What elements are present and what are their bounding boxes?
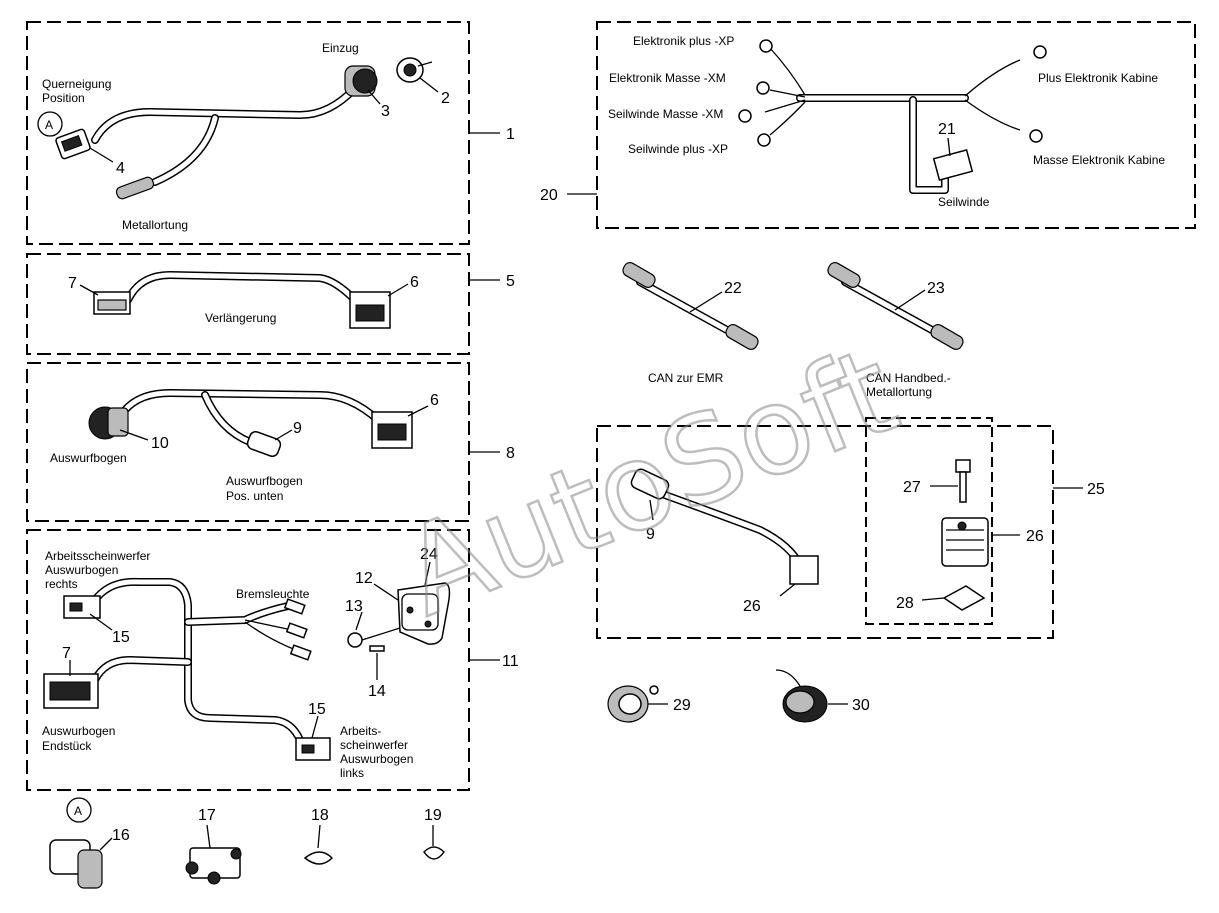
- label-elektronik-masse: Elektronik Masse -XM: [609, 71, 726, 85]
- bolt-27: [955, 459, 971, 473]
- ref-13: 13: [345, 598, 363, 615]
- connector-9: [246, 431, 282, 457]
- ref-28: 28: [896, 595, 914, 612]
- part-19: [423, 846, 445, 860]
- part-14: [369, 645, 385, 652]
- label-aw-right-3: rechts: [45, 577, 78, 591]
- label-aw-left-2: scheinwerfer: [340, 738, 408, 752]
- ref-19: 19: [424, 807, 442, 824]
- bulb-13: [347, 632, 363, 648]
- marker-a-letter: A: [45, 118, 53, 132]
- label-metallortung: Metallortung: [122, 218, 188, 232]
- box-group-8: [26, 362, 470, 522]
- box-group-5: [26, 253, 470, 355]
- ref-3: 3: [381, 103, 390, 120]
- label-aw-right-2: Auswurbogen: [45, 563, 118, 577]
- ref-9b: 9: [646, 526, 655, 543]
- connector-26: [789, 555, 819, 585]
- ref-20: 20: [540, 187, 558, 204]
- ref-7b: 7: [62, 645, 71, 662]
- caps-29-30: [607, 669, 848, 723]
- ref-6: 6: [410, 274, 419, 291]
- harness-group-11: [43, 561, 451, 761]
- harness-group-20: [738, 39, 1047, 194]
- label-seilwinde-masse: Seilwinde Masse -XM: [608, 107, 723, 121]
- label-aw-left-3: Auswurbogen: [340, 752, 413, 766]
- harness-group-25: [630, 459, 989, 611]
- ref-16: 16: [112, 827, 130, 844]
- box-group-1: [26, 21, 470, 245]
- label-seilwinde-plus: Seilwinde plus -XP: [628, 142, 728, 156]
- ref-7: 7: [68, 275, 77, 292]
- ref-9: 9: [293, 420, 302, 437]
- ref-18: 18: [311, 807, 329, 824]
- ref-24: 24: [420, 546, 438, 563]
- label-pos-unten: Pos. unten: [226, 489, 283, 503]
- ref-26b: 26: [743, 598, 761, 615]
- ref-5: 5: [506, 273, 515, 290]
- ref-15b: 15: [308, 701, 326, 718]
- label-aw-right-1: Arbeitsscheinwerfer: [45, 549, 150, 563]
- label-can-handbed-2: Metallortung: [866, 385, 932, 399]
- ref-26: 26: [1026, 528, 1044, 545]
- ref-2: 2: [441, 90, 450, 107]
- label-elektronik-plus: Elektronik plus -XP: [633, 34, 734, 48]
- label-querneigung: Querneigung: [42, 77, 111, 91]
- ref-4: 4: [116, 160, 125, 177]
- watermark: AutoSoft: [385, 322, 915, 644]
- ref-21: 21: [938, 121, 956, 138]
- harness-group-1: [37, 57, 439, 200]
- marker-a2-circle: [66, 797, 92, 823]
- box-group-20: [596, 21, 1196, 229]
- ref-8: 8: [506, 445, 515, 462]
- ref-22: 22: [724, 280, 742, 297]
- ref-30: 30: [852, 697, 870, 714]
- ref-23: 23: [927, 280, 945, 297]
- label-verlaengerung: Verlängerung: [205, 311, 276, 325]
- label-bremsleuchte: Bremsleuchte: [236, 587, 310, 601]
- ref-11: 11: [502, 653, 519, 670]
- ref-17: 17: [198, 807, 216, 824]
- ref-25: 25: [1087, 481, 1105, 498]
- ref-6b: 6: [430, 392, 439, 409]
- gasket-28: [942, 585, 986, 611]
- connector-9b: [630, 468, 670, 500]
- ref-27: 27: [903, 479, 921, 496]
- bottom-parts: [49, 797, 445, 889]
- ref-14: 14: [368, 683, 386, 700]
- label-auswurfbogen-pos: Auswurfbogen: [226, 474, 303, 488]
- label-einzug: Einzug: [322, 41, 359, 55]
- label-masse-kabine: Masse Elektronik Kabine: [1033, 153, 1165, 167]
- connector-metallortung: [115, 176, 155, 200]
- label-auswurfbogen: Auswurfbogen: [50, 451, 127, 465]
- marker-a2-letter: A: [74, 804, 82, 818]
- harness-group-8: [88, 389, 429, 457]
- ref-12: 12: [355, 570, 373, 587]
- label-auswurbogen-end-2: Endstück: [42, 739, 92, 753]
- marker-a-circle: [37, 111, 63, 137]
- part-18: [303, 851, 334, 865]
- label-plus-kabine: Plus Elektronik Kabine: [1038, 71, 1158, 85]
- can-cables: [622, 262, 964, 350]
- label-can-emr: CAN zur EMR: [648, 371, 724, 385]
- connector-21: [932, 149, 974, 181]
- box-group-26: [865, 417, 993, 625]
- box-group-25: [596, 425, 1054, 639]
- label-aw-left-4: links: [340, 766, 364, 780]
- harness-group-5: [79, 271, 409, 329]
- ref-1: 1: [506, 126, 515, 143]
- ref-10: 10: [151, 435, 169, 452]
- ref-29: 29: [673, 697, 691, 714]
- label-aw-left-1: Arbeits-: [340, 724, 381, 738]
- label-position: Position: [42, 91, 85, 105]
- ref-15: 15: [112, 629, 130, 646]
- label-can-handbed-1: CAN Handbed.-: [866, 371, 951, 385]
- label-auswurbogen-end-1: Auswurbogen: [42, 724, 115, 738]
- label-seilwinde: Seilwinde: [938, 195, 990, 209]
